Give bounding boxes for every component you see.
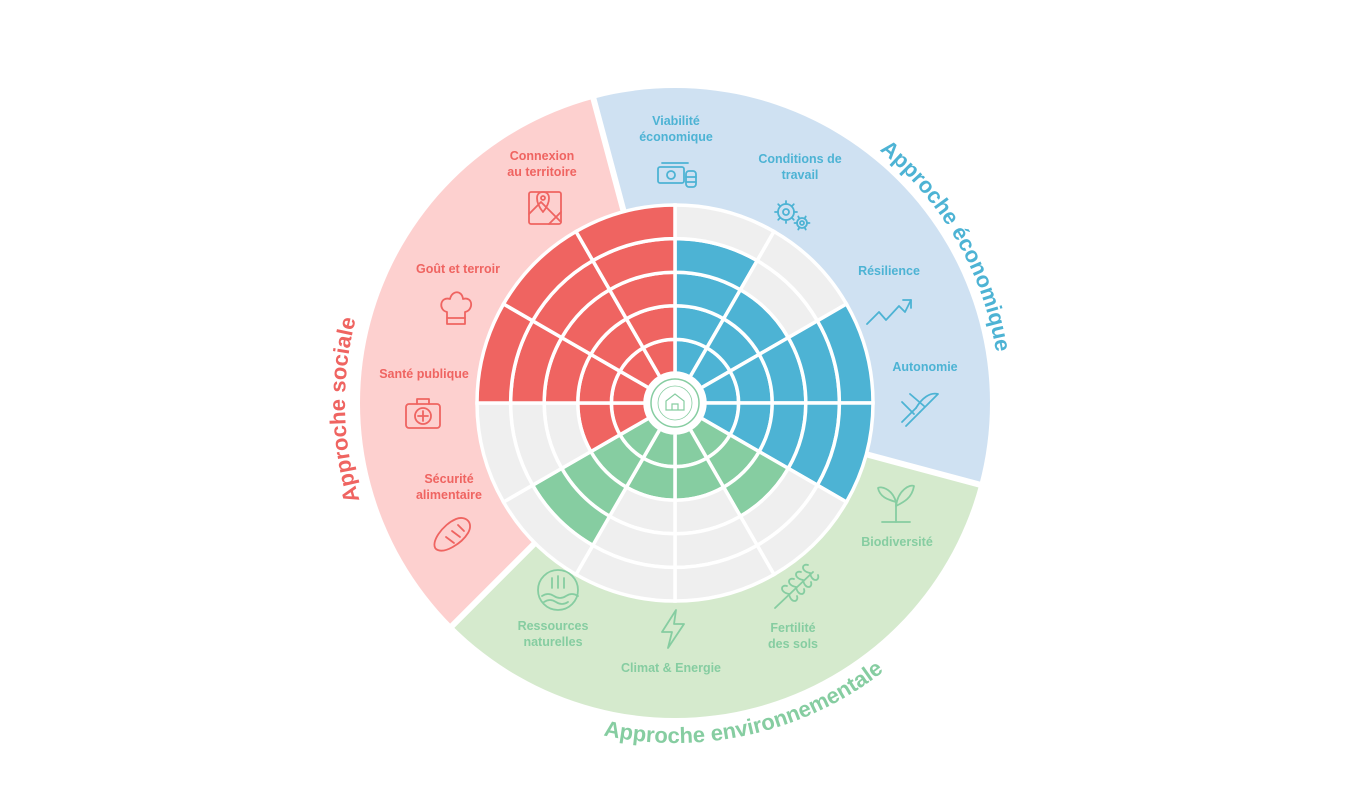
money-icon <box>657 162 697 188</box>
criterion-label: Climat & Energie <box>621 661 721 675</box>
criterion-label: Résilience <box>858 264 920 278</box>
criterion-label: Santé publique <box>379 367 469 381</box>
trend-up-icon <box>866 299 912 325</box>
first-aid-kit-icon <box>405 398 441 429</box>
social-approach-title: Approche sociale <box>325 314 364 505</box>
sprout-icon <box>877 484 915 523</box>
criterion-label: Autonomie <box>892 360 957 374</box>
seal-inner-ring <box>657 385 693 421</box>
score-cells <box>475 203 875 603</box>
criterion-label: Goût et terroir <box>416 262 500 276</box>
pruning-shears-icon <box>901 392 939 427</box>
water-resources-icon <box>537 569 579 611</box>
chef-hat-icon <box>440 291 473 325</box>
seal-farm-icon <box>665 393 685 411</box>
wheat-icon <box>774 563 820 609</box>
criteria-icons <box>405 162 939 649</box>
criterion-label: Biodiversité <box>861 535 933 549</box>
map-pin-icon <box>528 191 562 225</box>
score-cell <box>573 203 677 264</box>
gears-icon <box>774 200 811 231</box>
lightning-icon <box>661 609 685 649</box>
bread-icon <box>433 517 471 552</box>
center-logo <box>646 374 704 432</box>
